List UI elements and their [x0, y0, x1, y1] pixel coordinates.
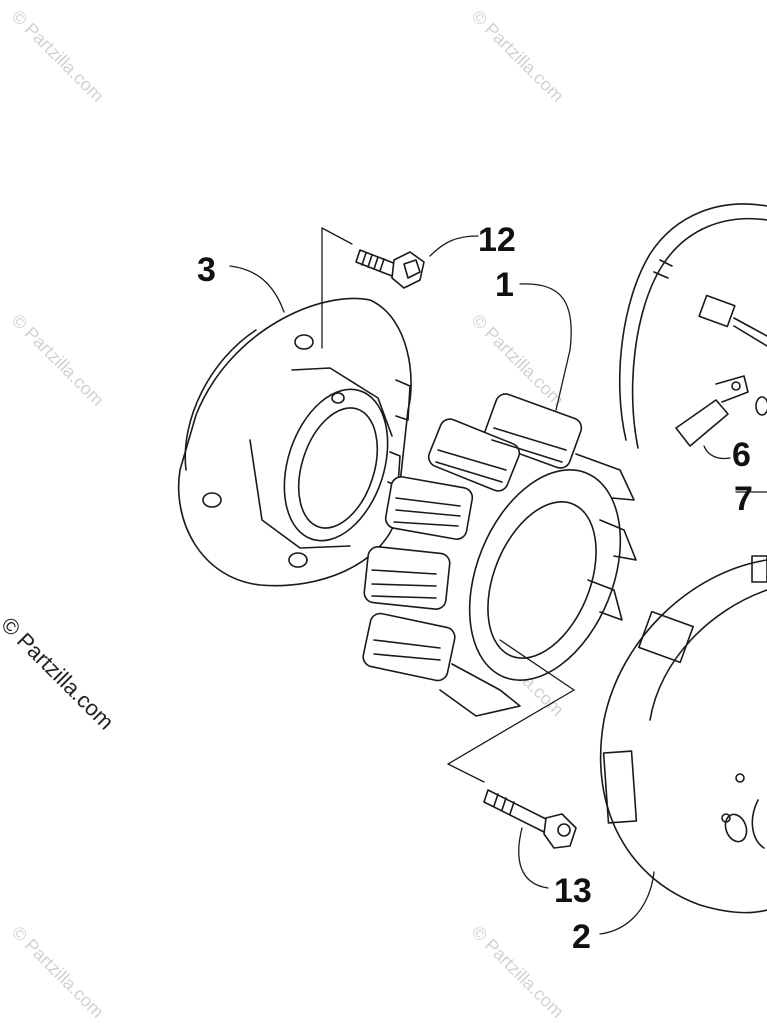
screw-part [355, 249, 425, 289]
flywheel-part [599, 555, 767, 914]
callout-6: 6 [732, 436, 751, 474]
leader-lines [229, 227, 767, 935]
callout-3: 3 [197, 251, 216, 289]
bolt-part [483, 789, 577, 849]
stator-part [362, 393, 637, 717]
harness-part [618, 203, 767, 449]
callout-12: 12 [478, 221, 516, 259]
callout-13: 13 [554, 872, 592, 910]
callout-1: 1 [495, 266, 514, 304]
callout-2: 2 [572, 918, 591, 956]
stator-housing-part [177, 297, 412, 587]
callout-7: 7 [734, 480, 753, 518]
